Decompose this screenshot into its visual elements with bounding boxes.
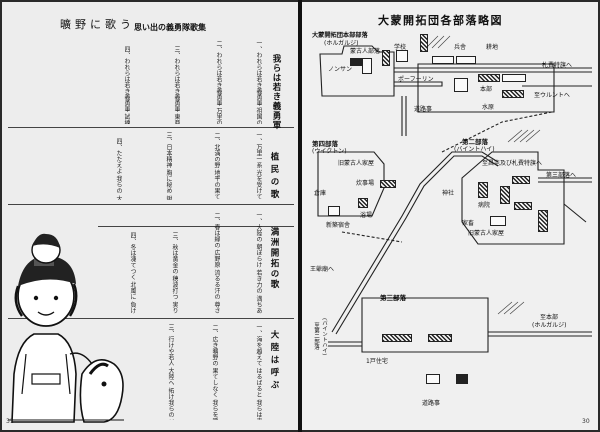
page-number: 30 [582, 418, 590, 425]
map-label: 倉庫 [314, 190, 327, 197]
building [538, 210, 548, 232]
building [382, 334, 412, 342]
map-label: 神社 [442, 190, 455, 197]
map-label: 1戸住宅 [366, 358, 388, 365]
map-label: 至本部 [540, 314, 559, 321]
map-label: (ウイクトン) [312, 148, 347, 155]
lyric-verse: 二、北満の野 地平の果て 拓く我らの 使命は重し [213, 132, 220, 200]
map-label: 本部 [480, 86, 493, 93]
map-label: (バイントハイ) [454, 146, 495, 153]
lyric-verse: 四、たたえよ 我らの 大和魂 [115, 138, 122, 200]
building [432, 56, 454, 64]
map-label: 大蒙開拓団本部部落 [312, 32, 368, 39]
building [502, 74, 526, 82]
book-gutter [298, 0, 302, 432]
band-divider [98, 226, 294, 227]
map-label: 水原 [482, 104, 495, 111]
building [328, 206, 340, 216]
page-number: 31 [6, 418, 14, 425]
building [426, 374, 440, 384]
song-title: 満洲開拓の歌 [269, 227, 279, 290]
building [380, 180, 396, 188]
map-label: ノンサン [328, 66, 353, 73]
building [490, 216, 506, 226]
map-label: (ホルガルジ) [324, 40, 359, 47]
map-label: (バイントハイ) [321, 318, 327, 356]
right-page: 大蒙開拓団各部落略図 [302, 2, 598, 430]
building [478, 74, 500, 82]
band-divider [8, 127, 294, 128]
left-page: 曠野に歌う 思い出の義勇隊歌集 我らは若き義勇軍 植民の歌 満洲開拓の歌 大陸は… [2, 2, 298, 430]
youth-horse-illustration [8, 233, 124, 423]
lyric-verse: 二、広き曠野の 果てしなく 我らを呼ぶ 声がする [211, 324, 218, 420]
band-divider [8, 204, 294, 205]
map-label: 家畜 [462, 220, 475, 227]
building [358, 198, 368, 208]
map-label: 旧蒙古人家屋 [468, 230, 505, 237]
building [500, 186, 510, 204]
map-label: 炊事場 [356, 180, 375, 187]
map-label: 至ウルントへ [534, 92, 570, 99]
book-title: 曠野に歌う [60, 18, 135, 31]
building [456, 56, 476, 64]
building [382, 50, 390, 66]
lyric-verse: 一、万里一系 光を受けて 天壌無窮の 皇国に生れ [255, 132, 262, 200]
building [514, 202, 532, 210]
building [502, 90, 524, 98]
map-label: 王爺廟へ [310, 266, 335, 273]
map-label: 至昌屯及び札費特旗へ [482, 160, 543, 167]
lyric-verse: 三、行けや若人 大陸へ 拓け我らの 新天地 [167, 324, 174, 420]
lyric-verse: 三、日本精神 胸に秘め 鍬を振るいて 大地を拓く [165, 132, 172, 200]
lyric-verse: 一、大陸の 朝ぼらけ 若き力の 満ちあふれ [255, 212, 262, 314]
map-label: 旧蒙古人家屋 [338, 160, 375, 167]
lyric-verse: 一、海を越えて はるばると 我らは来たる 大陸へ [255, 324, 262, 420]
map-label: 至第二部落 [313, 322, 319, 350]
map-label: 第三部落へ [546, 172, 577, 179]
building [350, 58, 362, 66]
map-label: 学校 [394, 44, 407, 51]
building [456, 374, 468, 384]
lyric-verse: 一、われらは若き義勇軍 祖国のためぞ鍬とりて [255, 40, 262, 124]
map-title: 大蒙開拓団各部落略図 [378, 14, 503, 27]
map-label: 蒙古人部落 [350, 48, 381, 55]
map-label: 兵舎 [454, 44, 467, 51]
building [454, 78, 468, 92]
lyric-verse: 四、冬は凍てつく 北風に 負けぬ心の 強さあり [129, 232, 136, 314]
lyric-verse: 二、春は緑の 広野原 流るる汗の 尊さよ [213, 212, 220, 314]
lyric-verse: 四、われらは若き義勇軍 試練の道は遠くとも [123, 46, 130, 124]
map-label: 札費特旗へ [542, 62, 573, 69]
band-divider [8, 318, 294, 319]
map-label: 耕地 [486, 44, 499, 51]
building [428, 334, 452, 342]
map-label: (ホルガルジ) [532, 322, 567, 329]
map-label: 道路事 [422, 400, 441, 407]
map-label: 第三部落 [380, 294, 406, 302]
lyric-verse: 三、秋は黄金の 穂波打つ 実りの秋の 喜びよ [171, 232, 178, 314]
song-title: 我らは若き義勇軍 [271, 54, 281, 130]
lyric-verse: 三、われらは若き義勇軍 東亜の曠野に拓かむ [173, 46, 180, 124]
section-title: 思い出の義勇隊歌集 [134, 23, 206, 32]
map-label: ポーフーリン [398, 76, 434, 83]
building [478, 182, 488, 198]
map-label: 病院 [478, 202, 491, 209]
map-label: 新築宿舎 [326, 222, 351, 229]
map-label: 道路事 [414, 106, 433, 113]
settlement-map [317, 35, 592, 353]
song-title: 植民の歌 [269, 152, 279, 202]
building [396, 50, 408, 62]
building [512, 176, 530, 184]
building [362, 58, 372, 74]
map-label: 第二部落 [462, 138, 488, 146]
building [420, 34, 428, 52]
lyric-verse: 二、われらは若き義勇軍 万里の波濤越え来たり [215, 40, 222, 124]
song-title: 大陸は呼ぶ [269, 330, 279, 393]
map-label: 浴場 [360, 212, 373, 219]
map-label: 第四部落 [312, 140, 338, 148]
